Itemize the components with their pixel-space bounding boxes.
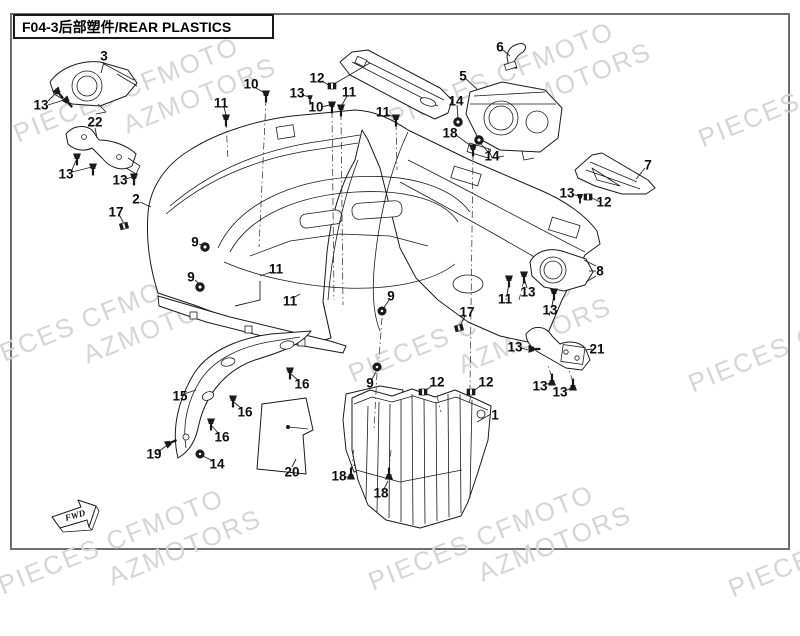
callout-16: 16 [294,376,310,392]
diagram-frame [10,13,790,550]
callout-18: 18 [442,125,458,141]
callout-15: 15 [172,388,188,404]
callout-18: 18 [373,485,389,501]
part-5-taillight-drawing [465,81,563,161]
callout-14: 14 [448,93,464,109]
callout-19: 19 [146,446,162,462]
callout-8: 8 [596,263,604,279]
callout-9: 9 [387,288,395,304]
callout-11: 11 [341,84,357,100]
callout-13: 13 [559,185,575,201]
callout-13: 13 [532,378,548,394]
callout-13: 13 [542,302,558,318]
callout-17: 17 [459,304,475,320]
callout-13: 13 [33,97,49,113]
callout-9: 9 [366,375,374,391]
callout-13: 13 [112,172,128,188]
part-6-hook-drawing [503,43,526,71]
part-22-bracket-drawing [65,126,141,175]
callout-12: 12 [478,374,494,390]
callout-13: 13 [520,284,536,300]
callout-13: 13 [58,166,74,182]
callout-18: 18 [331,468,347,484]
callout-17: 17 [108,204,124,220]
callout-3: 3 [100,48,108,64]
callout-14: 14 [209,456,225,472]
part-1-under-box-drawing [342,385,492,529]
callout-7: 7 [644,157,652,173]
diagram-title: F04-3后部塑件/REAR PLASTICS [22,18,232,35]
callout-10: 10 [308,99,324,115]
part-8-side-lamp-drawing [529,249,597,292]
parts-diagram-page: { "title": "F04-3后部塑件/REAR PLASTICS", "f… [0,13,800,604]
callout-11: 11 [375,104,391,120]
callout-2: 2 [132,191,140,207]
callout-12: 12 [309,70,325,86]
callout-12: 12 [596,194,612,210]
part-20-flap-drawing [256,397,314,475]
exploded-view-drawing: FWD [47,43,656,533]
part-7-side-trim-drawing [574,152,656,195]
callout-14: 14 [484,148,500,164]
callout-9: 9 [191,234,199,250]
callout-11: 11 [213,95,229,111]
callout-6: 6 [496,39,504,55]
part-21-bracket-drawing [525,327,591,371]
callout-5: 5 [459,68,467,84]
callout-10: 10 [243,76,259,92]
callout-16: 16 [214,429,230,445]
callout-11: 11 [497,291,513,307]
callout-11: 11 [268,261,284,277]
callout-9: 9 [187,269,195,285]
callout-1: 1 [491,407,499,423]
callout-13: 13 [507,339,523,355]
part-4-trim-rail-drawing [339,49,453,120]
part-15-side-panel-drawing [174,330,312,459]
fwd-arrow: FWD [51,499,100,533]
callout-21: 21 [589,341,605,357]
callout-22: 22 [87,114,103,130]
callout-12: 12 [429,374,445,390]
callout-11: 11 [282,293,298,309]
callout-20: 20 [284,464,300,480]
part-3-lamp-drawing [49,61,138,115]
title-box: F04-3后部塑件/REAR PLASTICS [13,14,274,39]
callout-13: 13 [552,384,568,400]
callout-16: 16 [237,404,253,420]
callout-13: 13 [289,85,305,101]
